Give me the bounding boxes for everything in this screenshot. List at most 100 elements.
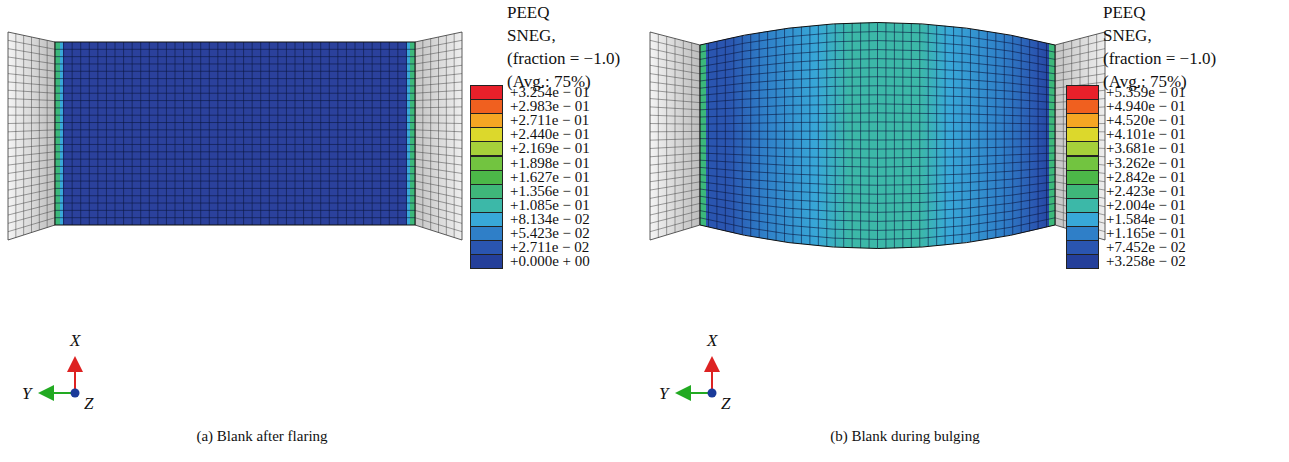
- legend-value: +2.711e − 02: [510, 240, 589, 255]
- mesh-line: [55, 137, 415, 138]
- mesh-line: [200, 42, 201, 225]
- legend-swatch: [470, 212, 503, 227]
- mesh-line: [650, 175, 700, 182]
- mesh-line: [650, 65, 700, 74]
- legend-swatch: [1066, 254, 1099, 269]
- mesh-line: [700, 218, 1055, 240]
- mesh-line: [945, 0, 946, 270]
- mesh-line: [700, 122, 1055, 124]
- mesh-line: [157, 42, 158, 225]
- mesh-line: [97, 42, 98, 225]
- legend-swatch: [1066, 99, 1099, 114]
- legend-value: +8.134e − 02: [510, 212, 590, 227]
- mesh-line: [454, 34, 455, 238]
- mesh-line: [650, 218, 700, 232]
- mesh-line: [397, 42, 398, 225]
- mesh-line: [55, 173, 415, 174]
- mesh-line: [106, 42, 107, 225]
- mesh-line: [55, 129, 415, 130]
- legend-swatch: [470, 85, 503, 100]
- mesh-line: [650, 82, 700, 88]
- legend-swatch: [1066, 127, 1099, 142]
- mesh-line: [650, 90, 700, 95]
- mesh-line: [700, 68, 1055, 81]
- mesh-line: [8, 174, 55, 182]
- mesh-line: [372, 42, 373, 225]
- mesh-line: [666, 36, 667, 235]
- legend-swatch: [1066, 212, 1099, 227]
- mesh-line: [1055, 74, 1105, 81]
- mesh-line: [55, 100, 415, 101]
- mesh-line: [700, 146, 1055, 149]
- legend-swatch: [1066, 170, 1099, 185]
- mesh-line: [8, 159, 55, 165]
- mesh-line: [243, 42, 244, 225]
- mesh-line: [415, 49, 462, 57]
- legend-value: +3.681e − 01: [1106, 141, 1186, 156]
- mesh-line: [8, 137, 55, 140]
- mesh-line: [115, 42, 116, 225]
- legend-title: (fraction = −1.0): [507, 50, 620, 67]
- legend-value: +1.085e − 01: [510, 198, 590, 213]
- mesh-line: [422, 40, 423, 227]
- mesh-line: [987, 0, 988, 270]
- mesh-line: [742, 0, 743, 270]
- legend-swatch: [1066, 226, 1099, 241]
- mesh-line: [902, 0, 903, 270]
- mesh-line: [700, 153, 1055, 158]
- mesh-line: [700, 77, 1055, 88]
- mesh-line: [700, 139, 1055, 140]
- legend-value: +5.423e − 02: [510, 226, 590, 241]
- mesh-line: [1055, 49, 1105, 60]
- mesh-line: [415, 107, 462, 108]
- mesh-line: [818, 0, 819, 270]
- mesh-line: [700, 50, 1055, 67]
- mesh-line: [1055, 65, 1105, 74]
- legend-value: +1.165e − 01: [1106, 226, 1186, 241]
- mesh-line: [700, 196, 1055, 212]
- mesh-line: [8, 152, 55, 157]
- mesh-line: [286, 42, 287, 225]
- mesh-line: [63, 42, 64, 225]
- mesh-line: [55, 78, 415, 79]
- mesh-line: [650, 203, 700, 215]
- mesh-line: [691, 43, 692, 228]
- mesh-line: [55, 85, 415, 86]
- mesh-line: [363, 42, 364, 225]
- legend-swatch: [470, 240, 503, 255]
- axis-label: Y: [22, 385, 31, 402]
- mesh-line: [801, 0, 802, 270]
- mesh-line: [55, 159, 415, 160]
- mesh-line: [55, 203, 415, 204]
- mesh-line: [1055, 57, 1105, 67]
- legend-swatch: [470, 184, 503, 199]
- legend-swatch: [470, 127, 503, 142]
- legend-value: +2.169e − 01: [510, 141, 590, 156]
- mesh-line: [767, 0, 768, 270]
- mesh-line: [415, 166, 462, 173]
- mesh-line: [8, 82, 55, 86]
- mesh-line: [8, 115, 55, 116]
- mesh-line: [415, 99, 462, 101]
- mesh-line: [415, 90, 462, 93]
- mesh-line: [784, 0, 785, 270]
- axis-label: X: [707, 332, 717, 349]
- legend-swatch: [470, 226, 503, 241]
- axis-label: Z: [721, 395, 730, 412]
- mesh-line: [72, 42, 73, 225]
- mesh-line: [733, 0, 734, 270]
- legend-value: +4.940e − 01: [1106, 99, 1186, 114]
- mesh-line: [329, 42, 330, 225]
- mesh-line: [415, 152, 462, 157]
- mesh-line: [415, 82, 462, 86]
- mesh-line: [406, 42, 407, 225]
- mesh-line: [1004, 0, 1005, 270]
- mesh-line: [792, 0, 793, 270]
- mesh-line: [683, 41, 684, 230]
- mesh-line: [149, 42, 150, 225]
- mesh-line: [978, 0, 979, 270]
- mesh-line: [226, 42, 227, 225]
- legend-value: +2.423e − 01: [1106, 184, 1186, 199]
- mesh-line: [415, 74, 462, 79]
- mesh-line: [8, 181, 55, 190]
